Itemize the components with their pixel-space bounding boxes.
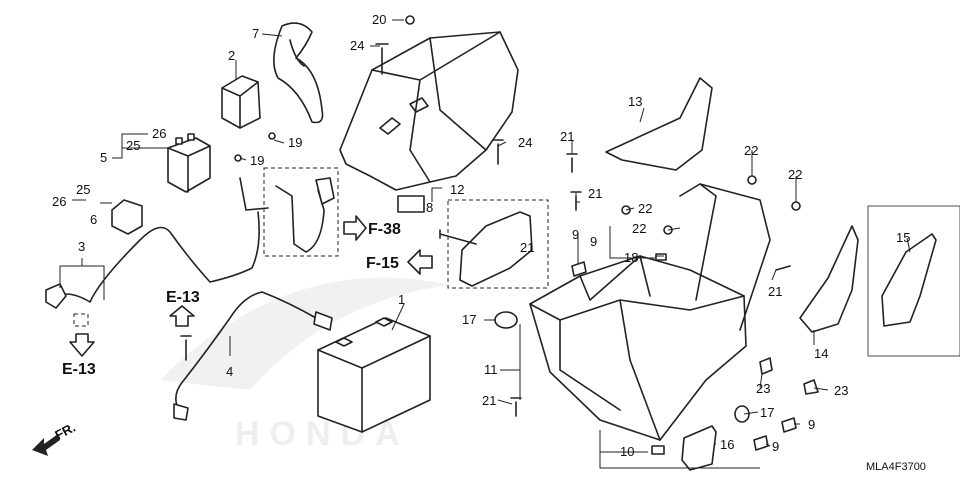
callout-2: 2 [228, 48, 235, 63]
callout-22c: 22 [744, 143, 758, 158]
cover-part-7 [273, 22, 324, 124]
callout-23a: 23 [756, 381, 770, 396]
cable-part-19 [275, 185, 325, 253]
diagram-code: MLA4F3700 [866, 461, 926, 473]
callout-9b: 9 [808, 417, 815, 432]
ref-arrow-e13-down: E-13 [62, 313, 96, 378]
callout-labels: 1 2 3 4 5 6 7 8 9 9 9 9 10 11 12 13 14 1… [52, 12, 910, 459]
callout-12: 12 [450, 182, 464, 197]
cover-part-15 [881, 233, 937, 327]
tray-part-11 [529, 183, 771, 441]
callout-8: 8 [426, 200, 433, 215]
callout-10: 10 [620, 444, 634, 459]
clip-part-9c [753, 435, 769, 451]
cover-part-14 [799, 225, 859, 333]
callout-22b: 22 [632, 221, 646, 236]
callout-7: 7 [252, 26, 259, 41]
ref-arrow-f38: F-38 [343, 215, 401, 241]
callout-9a: 9 [572, 227, 579, 242]
callout-16: 16 [720, 437, 734, 452]
callout-26b: 26 [52, 194, 66, 209]
callout-4: 4 [226, 364, 233, 379]
callout-9c: 9 [772, 439, 779, 454]
grommet-part-17b [734, 405, 750, 423]
honda-watermark: HONDA [160, 277, 450, 453]
fuse-box-part-5 [167, 133, 211, 193]
cover-part-13 [605, 77, 713, 171]
callout-21d: 21 [482, 393, 496, 408]
callout-19a: 19 [288, 135, 302, 150]
svg-text:F-15: F-15 [366, 255, 399, 272]
ref-arrow-e13-up: E-13 [166, 289, 200, 327]
callout-3: 3 [78, 239, 85, 254]
svg-text:F-38: F-38 [368, 221, 401, 238]
svg-text:E-13: E-13 [166, 289, 200, 306]
storage-box-part-12 [339, 31, 519, 191]
callout-22a: 22 [638, 201, 652, 216]
pad-part-8 [397, 195, 425, 213]
clip-part-10 [651, 445, 665, 455]
relay-part-2 [221, 75, 261, 129]
callout-11: 11 [484, 362, 498, 377]
callout-17a: 17 [462, 312, 476, 327]
ref-arrow-f15: F-15 [366, 249, 433, 275]
callout-5: 5 [100, 150, 107, 165]
nut-part-23 [759, 357, 773, 375]
callout-17b: 17 [760, 405, 774, 420]
callout-25a: 25 [126, 138, 140, 153]
callout-21b: 21 [588, 186, 602, 201]
callout-23b: 23 [834, 383, 848, 398]
callout-22d: 22 [788, 167, 802, 182]
front-direction-arrow: FR. [32, 420, 78, 456]
callout-14: 14 [814, 346, 828, 361]
clip-part-18 [655, 253, 667, 261]
callout-19b: 19 [250, 153, 264, 168]
callout-21e: 21 [520, 240, 534, 255]
callout-26a: 26 [152, 126, 166, 141]
callout-25b: 25 [76, 182, 90, 197]
callout-13: 13 [628, 94, 642, 109]
grommet-part-17 [494, 311, 518, 329]
cable-part-3 [55, 211, 260, 303]
battery-part-1 [317, 317, 431, 433]
pad-part-16 [681, 425, 717, 471]
callout-21c: 21 [768, 284, 782, 299]
callout-15: 15 [896, 230, 910, 245]
callout-6: 6 [90, 212, 97, 227]
svg-text:E-13: E-13 [62, 361, 96, 378]
clip-part-9 [571, 261, 587, 277]
callout-9d: 9 [590, 234, 597, 249]
callout-18: 18 [624, 250, 638, 265]
leader-lines [59, 19, 911, 469]
callout-24b: 24 [518, 135, 532, 150]
lid-part-9 [459, 211, 533, 287]
cap-part-6 [111, 199, 143, 235]
callout-24a: 24 [350, 38, 364, 53]
callout-20: 20 [372, 12, 386, 27]
callout-21a: 21 [560, 129, 574, 144]
callout-1: 1 [398, 292, 405, 307]
nut-part-23b [803, 379, 819, 395]
cable-part-4 [175, 291, 331, 413]
clip-part-9b [781, 417, 797, 433]
